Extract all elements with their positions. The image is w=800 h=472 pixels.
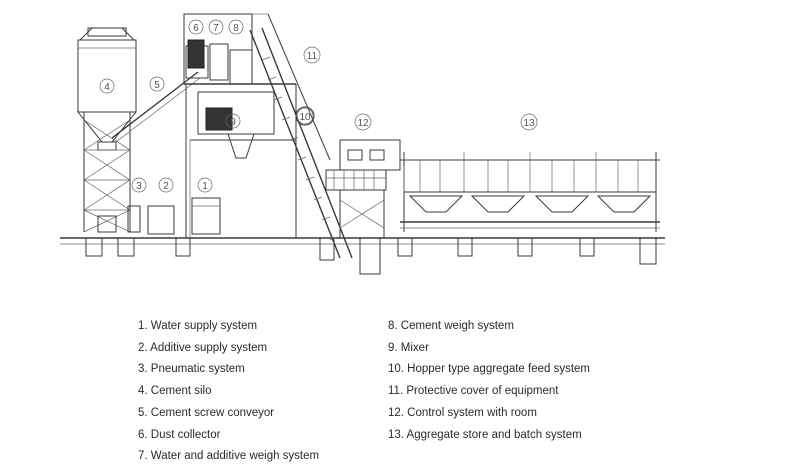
aggregate-store bbox=[400, 152, 660, 232]
legend-item-1: 1. Water supply system bbox=[138, 320, 258, 332]
callout-13: 13 bbox=[520, 113, 538, 131]
legend: 1. Water supply system 2. Additive suppl… bbox=[0, 300, 800, 472]
svg-text:6: 6 bbox=[193, 23, 199, 34]
foundations bbox=[85, 237, 657, 275]
callout-1: 1 bbox=[197, 177, 213, 193]
callout-9: 9 bbox=[225, 113, 241, 129]
legend-item-2: 2. Additive supply system bbox=[138, 341, 268, 354]
legend-item-12: 12. Control system with room bbox=[388, 406, 537, 419]
cement-silo bbox=[76, 27, 138, 233]
legend-item-13: 13. Aggregate store and batch system bbox=[388, 428, 582, 441]
legend-item-3: 3. Pneumatic system bbox=[138, 363, 245, 376]
svg-text:11: 11 bbox=[307, 51, 318, 62]
callout-3: 3 bbox=[131, 177, 147, 193]
svg-text:9: 9 bbox=[230, 117, 236, 128]
svg-text:5: 5 bbox=[154, 80, 160, 91]
callout-12: 12 bbox=[354, 113, 372, 131]
callout-5: 5 bbox=[149, 76, 165, 92]
plant-tower bbox=[183, 13, 297, 238]
callout-8: 8 bbox=[228, 19, 244, 35]
svg-text:1: 1 bbox=[202, 181, 208, 192]
svg-text:12: 12 bbox=[357, 118, 369, 129]
legend-column-right: 8. Cement weigh system 9. Mixer 10. Hopp… bbox=[388, 316, 590, 446]
callout-6: 6 bbox=[188, 19, 204, 35]
svg-text:2: 2 bbox=[163, 181, 169, 192]
legend-item-10: 10. Hopper type aggregate feed system bbox=[388, 363, 591, 376]
callout-10: 10 bbox=[296, 107, 314, 125]
callout-7: 7 bbox=[208, 19, 224, 35]
legend-item-11: 11. Protective cover of equipment bbox=[388, 385, 559, 398]
legend-column-left: 1. Water supply system 2. Additive suppl… bbox=[138, 316, 319, 468]
legend-item-8: 8. Cement weigh system bbox=[388, 320, 514, 332]
legend-item-5: 5. Cement screw conveyor bbox=[138, 406, 275, 419]
svg-text:10: 10 bbox=[299, 112, 311, 123]
svg-text:4: 4 bbox=[104, 82, 110, 93]
legend-item-9: 9. Mixer bbox=[388, 341, 429, 354]
legend-item-7: 7. Water and additive weigh system bbox=[138, 450, 320, 463]
supply-tanks bbox=[127, 197, 221, 235]
callout-11: 11 bbox=[303, 46, 321, 64]
callout-2: 2 bbox=[158, 177, 174, 193]
control-room bbox=[325, 139, 401, 238]
legend-item-4: 4. Cement silo bbox=[138, 385, 212, 398]
legend-item-6: 6. Dust collector bbox=[138, 428, 221, 441]
belt-conveyor bbox=[249, 13, 353, 259]
svg-text:3: 3 bbox=[136, 181, 142, 192]
callout-4: 4 bbox=[99, 78, 115, 94]
svg-text:7: 7 bbox=[213, 23, 219, 34]
plant-diagram: 1 2 3 4 5 6 7 8 9 10 11 12 13 bbox=[60, 13, 665, 275]
svg-text:13: 13 bbox=[523, 118, 535, 129]
svg-text:8: 8 bbox=[233, 23, 239, 34]
